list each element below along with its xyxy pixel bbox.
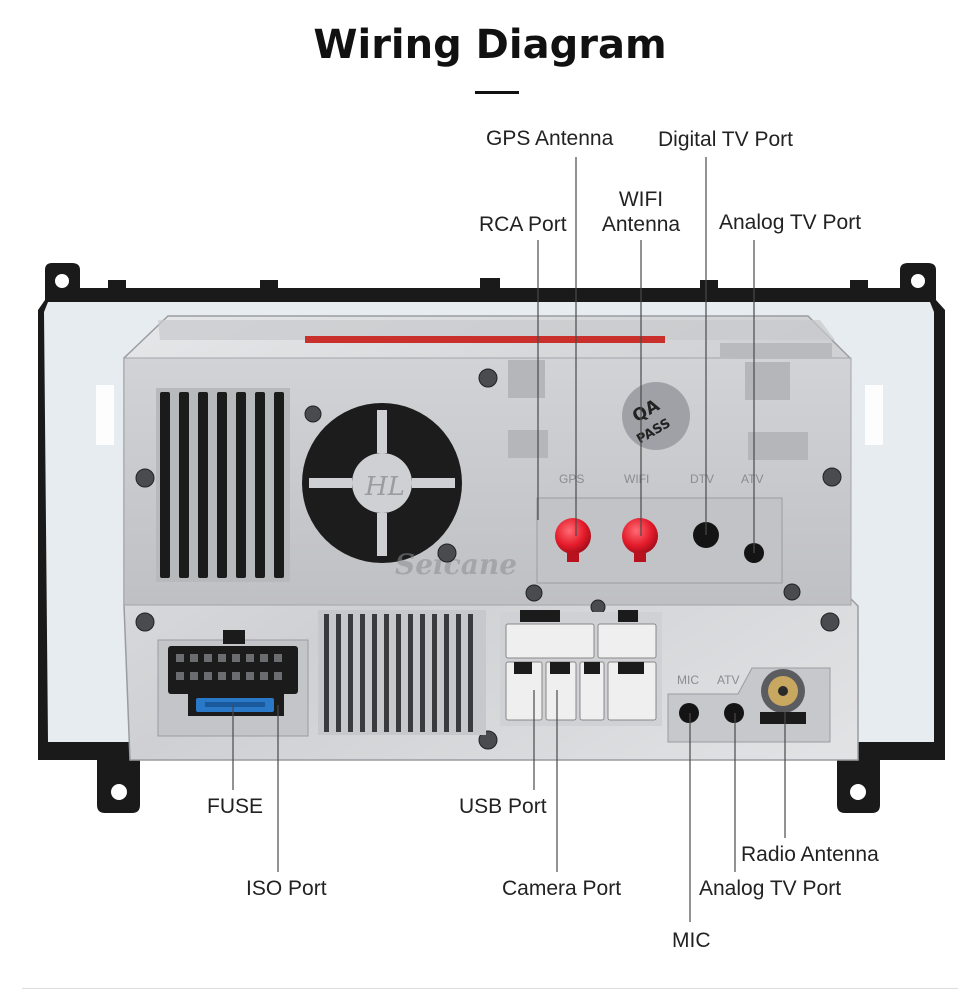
port-label-gps: GPS: [559, 472, 584, 486]
iso-connector-panel: [157, 630, 309, 737]
label-analog-tv-port-bottom: Analog TV Port: [699, 877, 842, 900]
lower-vent-grille: [318, 610, 486, 735]
leader-lines: [232, 157, 786, 922]
port-label-dtv: DTV: [690, 472, 714, 486]
label-rca-port: RCA Port: [479, 213, 567, 236]
label-usb-port: USB Port: [459, 795, 547, 818]
port-label-mic: MIC: [677, 673, 699, 687]
cooling-fan: HL: [302, 403, 462, 563]
gps-antenna-connector: [555, 518, 591, 554]
radio-antenna-socket: [760, 712, 806, 724]
label-mic: MIC: [672, 929, 711, 952]
antenna-port-panel: QA PASS GPS WIFI DTV ATV: [508, 360, 808, 584]
mic-atv-radio-panel: MIC ATV: [667, 667, 831, 743]
title-underline: [475, 91, 519, 94]
label-wifi-antenna-line1: WIFI: [618, 188, 664, 211]
label-analog-tv-port-top: Analog TV Port: [719, 211, 862, 234]
wifi-antenna-connector: [622, 518, 658, 554]
usb-camera-connector-block: [500, 610, 662, 726]
label-iso-port: ISO Port: [246, 877, 327, 900]
left-vent-grille: [156, 388, 290, 582]
label-digital-tv-port: Digital TV Port: [658, 128, 793, 151]
analog-tv-socket: [724, 703, 744, 723]
page-title: Wiring Diagram: [313, 22, 667, 68]
fan-logo-text: HL: [364, 472, 405, 502]
label-camera-port: Camera Port: [502, 877, 622, 900]
label-radio-antenna: Radio Antenna: [741, 843, 879, 866]
mic-socket: [679, 703, 699, 723]
label-fuse: FUSE: [207, 795, 264, 818]
port-label-wifi: WIFI: [624, 472, 649, 486]
label-gps-antenna: GPS Antenna: [486, 127, 614, 150]
port-label-atv: ATV: [741, 472, 763, 486]
label-wifi-antenna-line2: Antenna: [601, 213, 681, 236]
port-label-atv-2: ATV: [717, 673, 739, 687]
bottom-divider: [22, 988, 958, 989]
